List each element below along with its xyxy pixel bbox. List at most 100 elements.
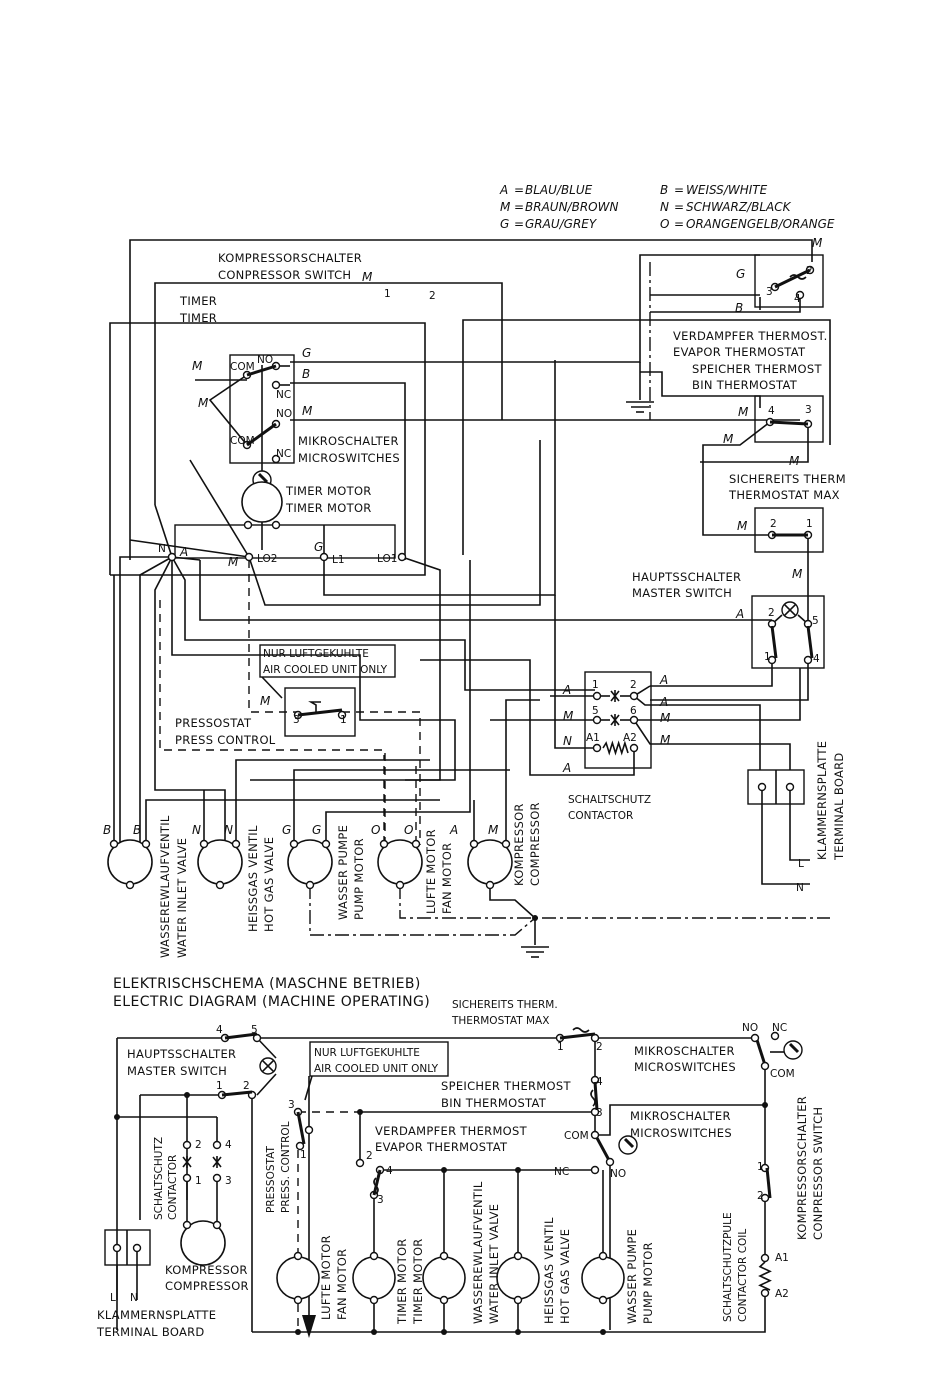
wire <box>199 560 772 621</box>
terminal <box>397 552 407 562</box>
coil-terminal-a1: A1 <box>775 1252 789 1264</box>
terminal <box>215 880 225 890</box>
legend-text-orange: ORANGENGELB/ORANGE <box>686 217 835 231</box>
switch-blade <box>221 1090 253 1097</box>
terminal <box>785 782 795 792</box>
press-control-label-de: PRESSOSTAT <box>265 1146 277 1213</box>
terminal <box>485 880 495 890</box>
wire-code: M <box>302 404 313 418</box>
wire <box>290 254 760 363</box>
wire <box>235 759 430 844</box>
pilot-lamp-icon <box>783 603 797 617</box>
terminal <box>760 1061 770 1071</box>
timer-motor-symbol <box>241 481 283 523</box>
wire <box>554 595 597 749</box>
press-control-box <box>284 687 356 737</box>
evap-thermostat-label-en: EVAPOR THERMOSTAT <box>375 1140 508 1154</box>
load-motor-symbol <box>352 1256 396 1300</box>
compressor-motor-symbol <box>180 1220 226 1266</box>
wire <box>261 676 283 699</box>
contactor-terminal: 3 <box>225 1175 232 1187</box>
timer-terminal-l1: L1 <box>332 554 345 566</box>
contactor-label-en: CONTACTOR <box>568 810 633 822</box>
contact-icon <box>610 714 620 726</box>
load-motor-symbol <box>581 1256 625 1300</box>
terminal-number: 2 <box>770 518 777 530</box>
wire <box>595 1104 765 1136</box>
bin-thermostat-label-en: BIN THERMOSTAT <box>692 378 798 392</box>
contactor-terminal: 4 <box>225 1139 232 1151</box>
wire-code: M <box>723 432 734 446</box>
contactor-terminal: 6 <box>630 705 637 717</box>
press-control-label-en: PRESS. CONTROL <box>280 1121 292 1213</box>
terminal-number: 1 <box>216 1080 223 1092</box>
terminal <box>605 1157 615 1167</box>
legend-text-brown: BRAUN/BROWN <box>525 200 618 214</box>
wire-code: G <box>302 346 311 360</box>
diagram-title-de: ELEKTRISCHSCHEMA (MASCHNE BETRIEB) <box>113 976 421 992</box>
terminal <box>592 691 602 701</box>
wire-code: M <box>228 555 239 569</box>
wire <box>129 239 813 560</box>
terminal <box>182 1140 192 1150</box>
microswitches-label-en: MICROSWITCHES <box>298 451 400 465</box>
pump-motor-label-de: WASSER PUMPE <box>625 1229 639 1324</box>
top-wiring-diagram: KOMPRESSORSCHALTER CONPRESSOR SWITCH M 1… <box>103 236 846 958</box>
junction-dot <box>295 1329 301 1335</box>
coil-terminal-a2: A2 <box>775 1288 789 1300</box>
terminal-number: 2 <box>596 1041 603 1053</box>
switch-blade <box>559 1032 596 1040</box>
wire <box>634 668 801 721</box>
bin-thermostat-box <box>754 395 824 443</box>
terminal <box>501 839 511 849</box>
air-cooled-note-en: AIR COOLED UNIT ONLY <box>263 664 388 676</box>
evap-thermostat-label-en: EVAPOR THERMOSTAT <box>673 345 806 359</box>
wire <box>208 374 248 446</box>
wire-code: O <box>404 823 413 837</box>
bin-thermostat-label-de: SPEICHER THERMOST <box>441 1079 571 1093</box>
switch-blade <box>224 1032 258 1040</box>
terminal <box>598 1251 608 1261</box>
terminal <box>803 655 813 665</box>
terminal <box>305 880 315 890</box>
terminal <box>592 715 602 725</box>
terminal <box>231 839 241 849</box>
microswitches-label-de: MIKROSCHALTER <box>634 1044 735 1058</box>
pilot-lamp-icon <box>261 1059 275 1073</box>
wire-code: B <box>133 823 141 837</box>
terminal <box>598 1295 608 1305</box>
terminal-number: 4 <box>216 1024 223 1036</box>
wire-code: M <box>488 823 499 837</box>
terminal-number: 1 <box>764 651 771 663</box>
terminal <box>125 880 135 890</box>
terminal-board-l: L <box>798 858 804 870</box>
junction-dot <box>532 915 538 921</box>
legend-code-a: A <box>499 183 508 197</box>
terminal-number: 3 <box>377 1194 384 1206</box>
cam-icon <box>618 1135 638 1155</box>
press-control-label-en: PRESS CONTROL <box>175 733 276 747</box>
wire-code: A <box>735 607 744 621</box>
safety-thermostat-label-de: SICHEREITS THERM. <box>452 999 558 1011</box>
terminal <box>379 839 389 849</box>
master-switch-label-en: MASTER SWITCH <box>632 586 732 600</box>
terminal <box>750 1033 760 1043</box>
coil-icon <box>602 740 629 756</box>
wire <box>171 557 456 781</box>
terminal-board-n: N <box>130 1292 138 1304</box>
microswitch-no-label: NO <box>610 1168 626 1180</box>
microswitch-nc-label: NC <box>276 448 291 460</box>
compressor-label-de: KOMPRESSOR <box>512 803 526 886</box>
timer-motor-label-en: TIMER MOTOR <box>411 1238 425 1325</box>
master-switch-label-en: MASTER SWITCH <box>127 1064 227 1078</box>
terminal <box>304 1125 314 1135</box>
wire-code: B <box>302 367 310 381</box>
junction-dot <box>515 1329 521 1335</box>
junction-dot <box>114 1114 120 1120</box>
load-motor-symbol <box>276 1256 320 1300</box>
wire <box>650 660 773 687</box>
wire-code: N <box>563 734 572 748</box>
contactor-box <box>584 671 652 769</box>
switch-blade <box>297 708 343 717</box>
pump-motor-label-en: PUMP MOTOR <box>352 838 366 920</box>
